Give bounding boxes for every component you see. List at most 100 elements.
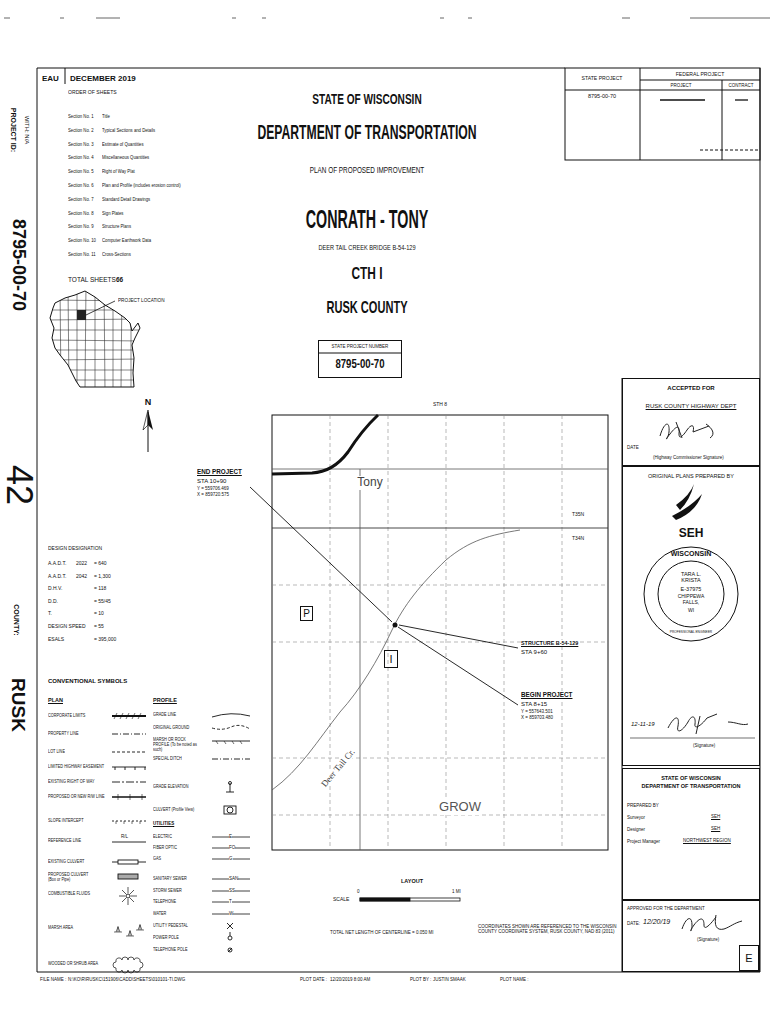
project-map	[272, 415, 378, 474]
sheet-label: COUNTY:	[12, 604, 20, 635]
box-text: STATE PROJECT NUMBER	[319, 344, 401, 349]
box-text: RUSK COUNTY HIGHWAY DEPT	[623, 403, 759, 410]
legend-text: FIBER OPTIC	[153, 845, 177, 850]
profile-symbols	[212, 714, 250, 952]
legend-text: EXISTING RIGHT OF WAY	[48, 779, 94, 784]
profile-symbols	[229, 782, 232, 785]
handwritten-signature	[630, 738, 755, 739]
sheet-label: PROJECT LOCATION	[118, 297, 165, 303]
legend-text: GRADE LINE	[153, 712, 176, 717]
sheet-label: = 10	[94, 611, 104, 617]
seh-logo	[672, 494, 702, 520]
legend-text: UTILITY PEDESTAL	[153, 923, 188, 928]
sheet-label: STATE PROJECT	[582, 75, 623, 82]
scan-marks	[440, 18, 444, 19]
sheet-label: SS	[229, 888, 235, 893]
legend-text: REFERENCE LINE	[48, 838, 81, 843]
plan-symbols	[112, 715, 146, 717]
sheet-label: PROFILE	[153, 697, 177, 703]
project-table	[565, 90, 760, 91]
scan-marks	[4, 18, 10, 19]
wisconsin-locator-map	[48, 340, 142, 341]
sheet-label: Section No. 1	[68, 114, 94, 120]
sheet-label: END PROJECT	[197, 468, 242, 476]
sheet-label: CONTRACT	[729, 83, 754, 88]
profile-symbols	[230, 932, 231, 936]
profile-symbols	[228, 948, 232, 952]
project-table	[660, 99, 705, 100]
sheet-label: Section No. 7	[68, 197, 94, 203]
sheet-label: Estimate of Quantities	[102, 142, 144, 148]
section-marker: P	[300, 606, 313, 621]
sheet-label: FO	[229, 845, 235, 850]
box-text: CHIPPEWA FALLS,	[670, 594, 712, 606]
sheet-label: BEGIN PROJECT	[521, 691, 572, 699]
legend-text: TELEPHONE POLE	[153, 947, 187, 952]
sheet-label: DESIGN SPEED	[48, 624, 86, 630]
seal-ring	[644, 547, 738, 641]
sheet-label: A.A.D.T.	[48, 561, 66, 567]
scan-marks	[96, 18, 120, 19]
project-map	[562, 415, 563, 850]
sheet-label: DESIGN DESIGNATION	[48, 545, 102, 551]
legend-text: COMBUSTIBLE FLUIDS	[48, 891, 90, 896]
sheet-label: TOTAL NET LENGTH OF CENTERLINE = 0.050 M…	[330, 930, 434, 935]
project-map	[393, 623, 398, 628]
box-text: (Signature)	[693, 743, 715, 748]
sheet-label: = 118	[94, 586, 106, 592]
project-map	[272, 530, 520, 790]
box-text: E-37975	[643, 586, 739, 592]
legend-text: PROPERTY LINE	[48, 731, 78, 736]
legend-text: MARSH OR ROCK PROFILE (To be noted as su…	[153, 737, 202, 753]
plan-symbols	[112, 821, 146, 822]
project-map	[272, 758, 608, 759]
sheet-label: Typical Sections and Details	[102, 128, 155, 134]
scan-marks	[468, 18, 472, 19]
wisconsin-locator-map	[48, 359, 142, 360]
box-text: 12-11-19	[631, 721, 655, 728]
legend-text: WOODED OR SHRUB AREA	[48, 961, 98, 966]
sheet-letter-box: E	[739, 945, 759, 971]
sheet-label: GROW	[439, 800, 481, 815]
box-text: WI	[643, 608, 739, 614]
sheet-label: T35N	[572, 512, 584, 518]
north-arrow	[143, 410, 148, 430]
box-text: STATE OF WISCONSIN	[623, 775, 759, 781]
acceptance-box: ACCEPTED FORRUSK COUNTY HIGHWAY DEPTDATE…	[622, 378, 760, 466]
sheet-label: Standard Detail Drawings	[102, 197, 150, 203]
department-box: STATE OF WISCONSINDEPARTMENT OF TRANSPOR…	[622, 768, 760, 900]
sheet-label: G	[229, 856, 233, 861]
project-map	[272, 415, 608, 850]
legend-text: WATER	[153, 911, 166, 916]
scale-bar	[360, 898, 410, 901]
sheet-label: PLAN	[48, 697, 63, 703]
sheet-label: Section No. 6	[68, 183, 94, 189]
approval-box: APPROVED FOR THE DEPARTMENTDATE:12/20/19…	[622, 900, 760, 972]
sheet-label: N:\KO\R\RUSKC\151906\CADD\SHEETS\010101-…	[68, 977, 185, 982]
profile-symbols	[227, 807, 233, 813]
sheet-label: = 1,300	[94, 574, 111, 580]
project-table	[722, 80, 723, 160]
project-map	[504, 415, 505, 850]
sheet-label: EAU	[42, 74, 59, 83]
scan-marks	[622, 18, 630, 19]
sheet-label: Y = 559706.469	[197, 486, 229, 491]
sheet-label: Section No. 10	[68, 238, 96, 244]
sheet-label: 8795-00-70	[588, 93, 616, 99]
project-table	[700, 150, 760, 151]
profile-symbols	[228, 948, 232, 952]
sheet-label: ORDER OF SHEETS	[68, 89, 117, 96]
profile-symbols	[212, 741, 250, 742]
sheet-label: 1 MI	[452, 889, 461, 894]
plan-symbols	[114, 924, 144, 936]
sheet-label: RUSK	[7, 678, 29, 732]
legend-text: POWER POLE	[153, 935, 179, 940]
plan-symbols	[112, 782, 146, 783]
sheet-label: PLOT NAME :	[500, 977, 528, 982]
legend-text: LOT LINE	[48, 749, 65, 754]
scan-marks	[690, 18, 770, 19]
sheet-label: TOTAL SHEETS =	[68, 276, 122, 283]
wisconsin-locator-map	[104, 285, 105, 390]
